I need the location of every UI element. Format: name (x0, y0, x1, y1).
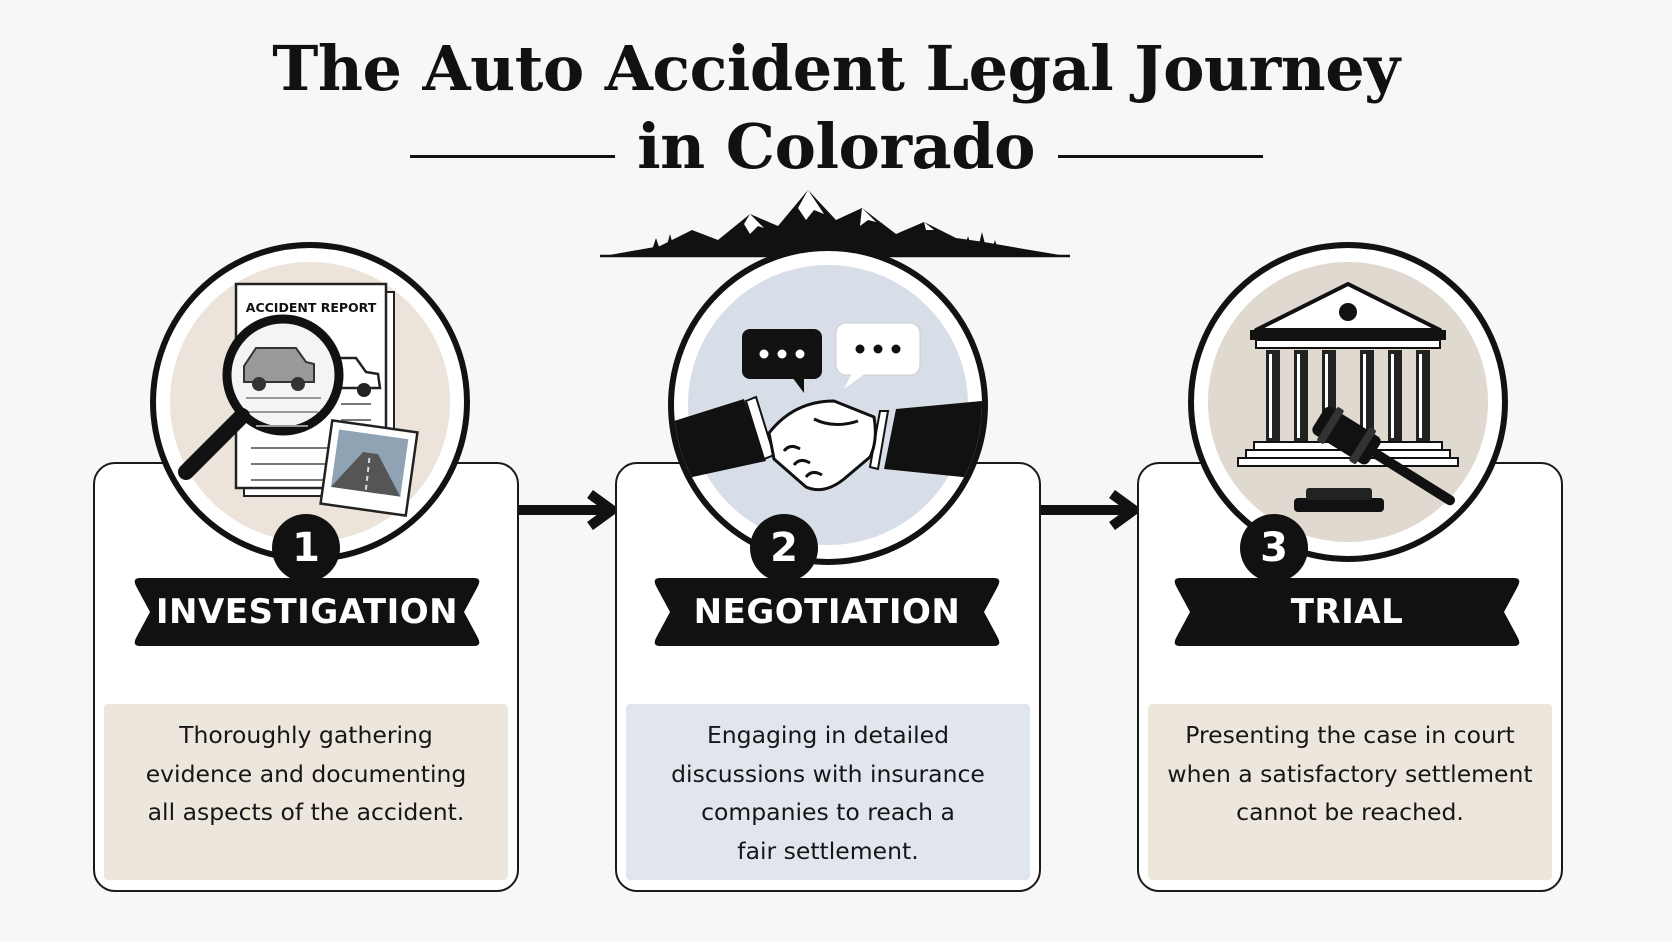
step-banner: NEGOTIATION (646, 578, 1008, 646)
investigation-icon-circle: ACCIDENT REPORT (150, 242, 470, 562)
title-rule-right (1058, 155, 1263, 158)
step-description-line: cannot be reached. (1236, 798, 1464, 826)
arrow-right-icon (514, 490, 621, 530)
step-description-line: all aspects of the accident. (147, 798, 465, 826)
step-description-line: discussions with insurance (671, 759, 985, 788)
step-title: TRIAL (1290, 592, 1404, 632)
speech-bubble-dark-icon (742, 329, 822, 393)
step-number-badge: 1 (272, 514, 340, 582)
step-description-line: Engaging in detailed (706, 721, 950, 749)
page-title-line-1: The Auto Accident Legal Journey (272, 32, 1400, 105)
handshake-icon (674, 322, 982, 492)
step-description-line: Thoroughly gathering (179, 721, 433, 749)
step-banner: INVESTIGATION (126, 578, 488, 646)
title-rule-left (410, 155, 615, 158)
step-title: INVESTIGATION (155, 592, 459, 632)
step-number-badge: 2 (750, 514, 818, 582)
courthouse-gavel-icon (1237, 282, 1459, 512)
trial-icon-circle (1188, 242, 1508, 562)
magnifier-accident-report-icon: ACCIDENT REPORT (178, 282, 419, 517)
step-description-panel: Presenting the case in court when a sati… (1148, 704, 1552, 880)
step-banner: TRIAL (1166, 578, 1528, 646)
step-description-panel: Engaging in detailed discussions with in… (626, 704, 1030, 880)
step-description-panel: Thoroughly gathering evidence and docume… (104, 704, 508, 880)
negotiation-icon-circle (668, 245, 988, 565)
step-description-line: when a satisfactory settlement (1167, 759, 1533, 788)
step-title: NEGOTIATION (693, 592, 961, 632)
step-description-line: evidence and documenting (145, 759, 467, 788)
step-description-line: fair settlement. (737, 836, 919, 865)
step-number-badge: 3 (1240, 514, 1308, 582)
mountains-icon (600, 190, 1070, 258)
report-label: ACCIDENT REPORT (246, 300, 377, 315)
arrow-right-icon (1036, 490, 1143, 530)
speech-bubble-light-icon (835, 322, 921, 389)
step-description-line: Presenting the case in court (1185, 721, 1515, 749)
page-title-line-2: in Colorado (637, 110, 1035, 183)
step-description-line: companies to reach a (701, 798, 955, 826)
